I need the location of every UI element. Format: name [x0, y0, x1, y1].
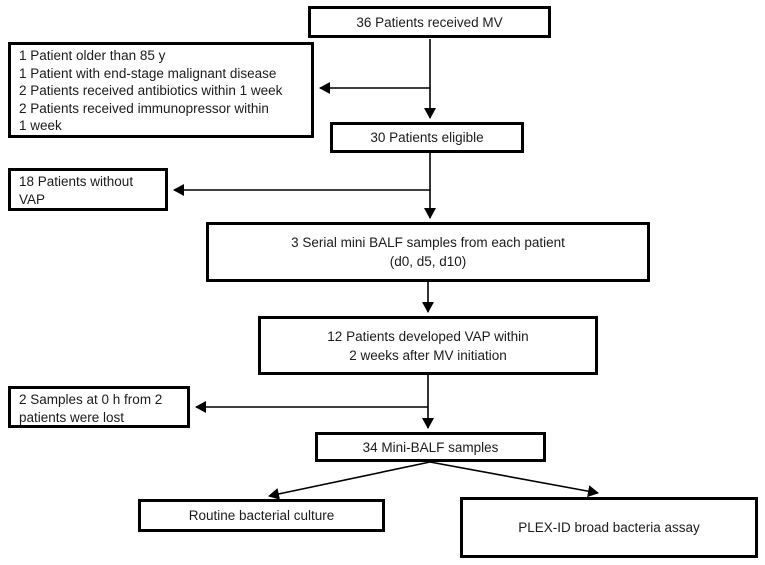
serial-balf-line: (d0, d5, d10) — [389, 254, 467, 269]
box-patients-eligible: 30 Patients eligible — [330, 122, 524, 153]
box-samples-lost: 2 Samples at 0 h from 2 patients were lo… — [8, 386, 190, 428]
box-patients-received-mv-text: 36 Patients received MV — [356, 14, 503, 30]
box-patients-without-vap: 18 Patients without VAP — [8, 168, 168, 211]
box-patients-eligible-text: 30 Patients eligible — [370, 130, 484, 145]
box-serial-balf-samples: 3 Serial mini BALF samples from each pat… — [206, 222, 650, 282]
box-plex-id-assay-text: PLEX-ID broad bacteria assay — [518, 520, 700, 535]
box-patients-received-mv: 36 Patients received MV — [308, 6, 551, 38]
box-routine-bacterial-culture: Routine bacterial culture — [138, 499, 385, 532]
box-exclusion-criteria: 1 Patient older than 85 y 1 Patient with… — [8, 42, 314, 138]
vap12-line: 2 weeks after MV initiation — [349, 347, 507, 363]
exclusion-line: 1 Patient with end-stage malignant disea… — [19, 65, 277, 81]
exclusion-line: 2 Patients received immunopressor within — [19, 100, 269, 116]
vap12-line: 12 Patients developed VAP within — [327, 328, 529, 344]
serial-balf-line: 3 Serial mini BALF samples from each pat… — [291, 235, 565, 250]
exclusion-line: 2 Patients received antibiotics within 1… — [19, 83, 283, 98]
samples-lost-line: patients were lost — [19, 409, 125, 425]
samples-lost-line: 2 Samples at 0 h from 2 — [19, 392, 163, 407]
exclusion-line: 1 Patient older than 85 y — [19, 48, 166, 63]
no-vap-line: VAP — [19, 191, 46, 207]
box-patients-developed-vap: 12 Patients developed VAP within 2 weeks… — [258, 316, 598, 375]
arrow-to-culture — [268, 461, 431, 500]
box-plex-id-assay: PLEX-ID broad bacteria assay — [460, 497, 758, 558]
exclusion-line: 1 week — [19, 118, 62, 133]
no-vap-line: 18 Patients without — [19, 174, 134, 189]
box-mini-balf-samples: 34 Mini-BALF samples — [315, 432, 546, 462]
arrow-to-plex-id — [429, 461, 599, 498]
box-routine-bacterial-culture-text: Routine bacterial culture — [188, 508, 335, 523]
box-mini-balf-samples-text: 34 Mini-BALF samples — [362, 439, 499, 455]
